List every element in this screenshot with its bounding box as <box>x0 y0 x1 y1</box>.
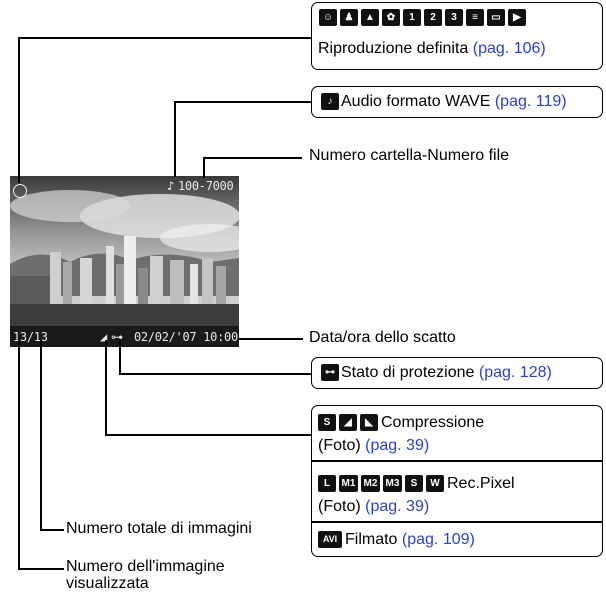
my-category-icon: ☺ <box>319 9 337 27</box>
leader-total-v <box>40 340 42 529</box>
image-info-box <box>311 405 603 557</box>
protect-text: ⊶Stato di protezione (pag. 128) <box>321 363 552 382</box>
category-label: Riproduzione definita <box>318 40 469 57</box>
audio-text: ♪Audio formato WAVE (pag. 119) <box>321 92 567 111</box>
widescreen-icon: W <box>426 475 444 493</box>
recpixel-label: Rec.Pixel <box>447 475 515 492</box>
leader-protect-h <box>119 373 312 375</box>
recpixel-text-2: (Foto) (pag. 39) <box>318 497 429 516</box>
current-image-label-1: Numero dell'immagine <box>66 558 225 575</box>
category-2-icon: 2 <box>424 9 442 27</box>
leader-current-h <box>18 568 64 570</box>
leader-compression-h <box>105 434 312 436</box>
audio-box <box>311 86 603 118</box>
leader-category <box>18 37 312 39</box>
leader-compression-v <box>105 340 107 434</box>
compression-page-link[interactable]: (pag. 39) <box>365 437 430 454</box>
leader-current-v <box>18 340 20 568</box>
category-indicator-icon <box>13 184 27 198</box>
protect-label: Stato di protezione <box>341 364 475 381</box>
sound-memo-icon: ♪ <box>321 93 339 111</box>
category-3-icon: 3 <box>445 9 463 27</box>
screen-protect-icon: ⊶ <box>111 330 123 344</box>
folder-number-label: Numero cartella-Numero file <box>309 147 510 164</box>
divider-2 <box>311 521 603 523</box>
to-do-icon: ≡ <box>466 9 484 27</box>
screen-compression-icon: ◢ <box>100 330 107 344</box>
scenery-icon: ▲ <box>361 9 379 27</box>
screen-file-number: 100-7000 <box>178 179 234 193</box>
screen-datetime: 02/02/'07 10:00 <box>134 330 238 344</box>
superfine-icon: S <box>318 414 336 432</box>
medium3-icon: M3 <box>383 475 402 493</box>
small-icon: S <box>405 475 423 493</box>
category-1-icon: 1 <box>403 9 421 27</box>
recpixel-photo-label: (Foto) <box>318 498 361 515</box>
movie-page-link[interactable]: (pag. 109) <box>401 531 475 548</box>
screen-sound-icon: ♪ <box>167 179 174 193</box>
medium2-icon: M2 <box>361 475 380 493</box>
compression-photo-label: (Foto) <box>318 437 361 454</box>
city-skyline-photo <box>10 176 239 347</box>
audio-label: Audio formato WAVE <box>341 93 491 110</box>
leader-category-v <box>18 37 20 183</box>
fine-icon: ◢ <box>339 414 357 432</box>
camera-screen: ♪ 100-7000 13/13 ◢ ⊶ 02/02/'07 10:00 <box>10 176 239 347</box>
movie-icon: ▶ <box>508 9 526 27</box>
leader-total-h <box>40 529 64 531</box>
compression-label: Compressione <box>381 414 485 431</box>
screen-image-count: 13/13 <box>13 330 48 344</box>
large-icon: L <box>318 475 336 493</box>
protect-box <box>311 357 603 389</box>
medium1-icon: M1 <box>339 475 358 493</box>
recpixel-page-link[interactable]: (pag. 39) <box>365 498 430 515</box>
leader-folder-h <box>203 157 302 159</box>
movie-label: Filmato <box>345 531 398 548</box>
leader-protect-v <box>119 340 121 373</box>
compression-text-2: (Foto) (pag. 39) <box>318 436 429 455</box>
compression-text: S◢◣Compressione <box>318 413 484 432</box>
category-text: Riproduzione definita (pag. 106) <box>318 39 546 58</box>
leader-datetime <box>239 338 303 340</box>
people-icon: ♟ <box>340 9 358 27</box>
leader-audio-h <box>174 101 312 103</box>
avi-icon: AVI <box>318 531 342 549</box>
events-icon: ✿ <box>382 9 400 27</box>
datetime-label: Data/ora dello scatto <box>309 329 456 346</box>
total-images-label: Numero totale di immagini <box>66 520 252 537</box>
divider-1 <box>311 460 603 462</box>
normal-icon: ◣ <box>360 414 378 432</box>
protect-page-link[interactable]: (pag. 128) <box>478 364 552 381</box>
audio-page-link[interactable]: (pag. 119) <box>494 93 567 110</box>
folder-icon: ▭ <box>487 9 505 27</box>
leader-folder-v <box>203 157 205 178</box>
protect-icon: ⊶ <box>321 364 339 382</box>
category-page-link[interactable]: (pag. 106) <box>472 40 546 57</box>
current-image-label-2: visualizzata <box>66 575 149 592</box>
leader-audio-v <box>174 101 176 177</box>
